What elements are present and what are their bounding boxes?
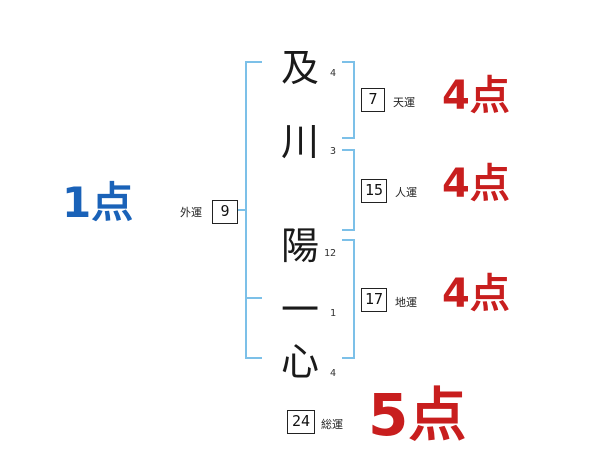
souun-label: 総運 [321, 418, 343, 431]
name-char-1: 及 [280, 46, 319, 90]
stroke-count-3: 12 [324, 248, 337, 259]
jinun-score: 4点 [442, 161, 510, 207]
name-char-5: 心 [280, 340, 319, 384]
chiun-score: 4点 [442, 271, 510, 317]
tenun-label: 天運 [393, 96, 415, 109]
stroke-count-4: 1 [330, 308, 337, 319]
gaiun-bracket [245, 61, 262, 359]
chiun-bracket [342, 239, 355, 359]
tenun-value-box: 7 [361, 88, 385, 112]
jinun-label: 人運 [395, 186, 417, 199]
chiun-value-box: 17 [361, 288, 387, 312]
gaiun-value-box: 9 [212, 200, 238, 224]
souun-score: 5点 [368, 381, 467, 449]
chiun-label: 地運 [395, 296, 417, 309]
stroke-count-5: 4 [330, 368, 337, 379]
gaiun-label: 外運 [180, 206, 202, 219]
stroke-count-1: 4 [330, 68, 337, 79]
name-char-2: 川 [280, 120, 319, 164]
jinun-value-box: 15 [361, 179, 387, 203]
stroke-count-2: 3 [330, 146, 337, 157]
name-char-4: 一 [280, 288, 319, 332]
tenun-bracket [342, 61, 355, 139]
souun-value-box: 24 [287, 410, 315, 434]
name-char-3: 陽 [280, 224, 319, 268]
tenun-score: 4点 [442, 73, 510, 119]
jinun-bracket [342, 149, 355, 231]
gaiun-score: 1点 [62, 178, 134, 227]
